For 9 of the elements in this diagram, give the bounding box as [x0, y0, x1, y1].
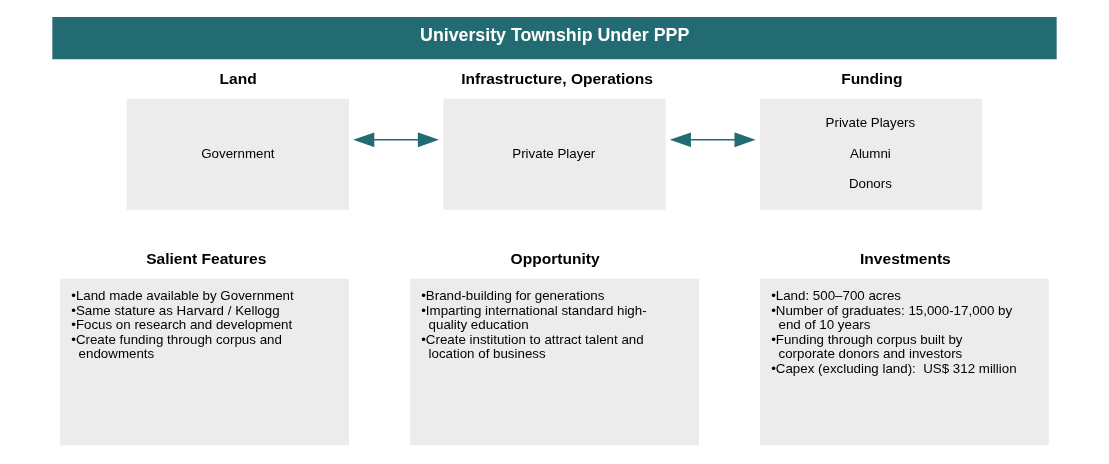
- diagram-title: University Township Under PPP: [420, 25, 690, 46]
- node-label: Investments: [860, 250, 951, 268]
- arrow: [669, 132, 756, 148]
- node-label: Land: [219, 70, 257, 88]
- arrow: [353, 132, 439, 148]
- node-label: Funding: [841, 70, 903, 88]
- node-label: Salient Features: [146, 250, 267, 268]
- node-label: Infrastructure, Operations: [461, 70, 653, 88]
- node-label: Opportunity: [510, 250, 600, 268]
